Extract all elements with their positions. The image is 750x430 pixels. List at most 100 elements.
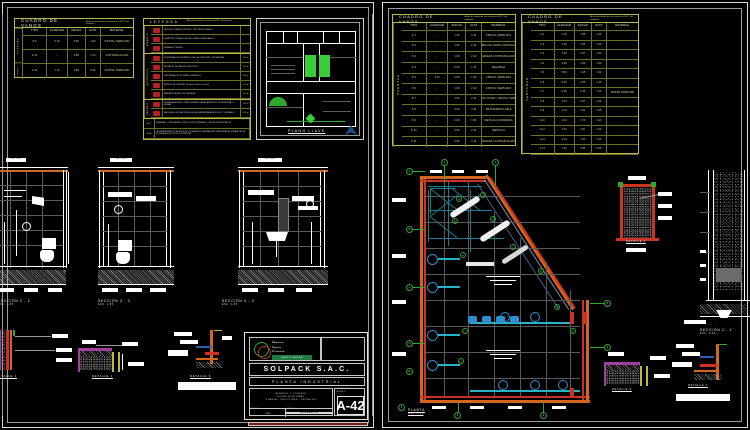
table-cell: -- <box>427 105 449 116</box>
grab-bar-icon <box>151 90 163 98</box>
table-cell: P-11 <box>23 50 48 63</box>
table-cell: 0.90 <box>555 78 575 88</box>
legend-footer-code: N.P.T. <box>144 119 155 128</box>
legend-footer-text: LAS DIMENSIONES Y UBICACION DE LOS APARA… <box>155 129 250 138</box>
legend-item-height: 0.95 m <box>242 112 249 114</box>
legend-item-text: LAVATORIO TREBOL MODELO MANCORA BLANCO <box>163 35 241 43</box>
fixture-plan-a <box>427 254 438 265</box>
title-block: AArquitectura IIngeniería CConstrucción … <box>244 332 368 420</box>
legend-item-text: ESPEJO DE CRISTAL DE 4mm (1.00m x 0.60m) <box>163 81 241 89</box>
legend-title-text: LEYENDA <box>150 20 179 24</box>
table-cell: 2.10 <box>555 97 575 107</box>
table-cell: 2.10 <box>86 50 102 63</box>
table-cell: 2.10 <box>555 135 575 145</box>
table-cell: V-13 <box>23 64 48 78</box>
table-cell: 2.45 <box>575 88 592 97</box>
table-cell: 2.10 <box>466 94 483 105</box>
table-cell: 0.80 <box>448 73 467 84</box>
table-cell: REJA ENRROLLABLE <box>485 108 512 112</box>
table-cuadro-de-vanos-left: CUADRO DE VANOS Altura de instalación co… <box>14 18 134 79</box>
table-cell: V-2 <box>531 40 555 50</box>
table-cell: 1.00 <box>448 52 467 62</box>
table-cell: 0.10 <box>47 36 69 49</box>
table-cell: V-4 <box>531 59 555 69</box>
table-cell: 1.20 <box>555 31 575 40</box>
table-cell: 4.20 <box>466 105 483 116</box>
legend-footer-text: TERMINADO: PORCELANATO / NIVEL DE PISO T… <box>155 119 250 128</box>
sheet-title-line-3: PLANTA - SECCIONES - DETALLES <box>265 398 317 401</box>
table-cell: ALTO <box>592 23 607 30</box>
section-4-4-scale: ESC. 1/25 <box>222 303 238 306</box>
sheet-title-lines: INGRESO Y CONTROL DETALLE DE BAÑO PLANTA… <box>250 393 332 402</box>
table-cell: P-8 <box>402 105 427 116</box>
table-cell: 2.10 <box>466 84 483 94</box>
section-3-3-label: SECCIÓN 3 - 3 <box>98 299 131 303</box>
table-cell: 1.40 <box>592 59 607 69</box>
skylight-4 <box>466 262 494 266</box>
table-cell: 1.60 <box>575 59 592 69</box>
table-cell: 0.80 <box>68 36 86 49</box>
table-cell: METALICA CORREDIZA <box>484 118 513 122</box>
fixture-plan-h <box>530 380 540 390</box>
table-cell: V-3 <box>531 50 555 59</box>
table-cell: ALFEIZAR <box>427 23 449 30</box>
table-cell: MATERIAL <box>615 24 630 28</box>
table-cell: TIPO <box>23 28 48 35</box>
table-cell: 3.50 <box>466 116 483 126</box>
table-cell: 1.20 <box>555 40 575 50</box>
sheet-code-letter: A <box>336 398 346 413</box>
table-cell: MELAMINA <box>491 65 506 69</box>
table-side-label: PUERTAS <box>15 28 22 62</box>
detail-5-label: DETALLE 5 <box>612 388 632 391</box>
sheet-title-line-2: DETALLE DE BAÑO <box>277 395 305 398</box>
detail-2-label: DETALLE 2 <box>92 374 113 378</box>
table-cell: 0.85 <box>575 145 592 154</box>
table-row: P-7--2.002.10FIBRA DE VIDRIO / CRISTAL T… <box>402 94 515 106</box>
table-cell: ALTO <box>86 28 102 35</box>
table-note-left: Altura de instalación con respecto al N.… <box>85 20 129 25</box>
fixture-plan-i <box>558 380 568 390</box>
detail-6-label: DETALLE 6 <box>688 384 708 387</box>
legend-group-label: ACCESORIOS <box>144 54 151 99</box>
table-cell: -- <box>427 137 449 148</box>
sheet-code-box: A-42 <box>336 396 365 415</box>
table-cell: 1.10 <box>555 145 575 154</box>
logo-brand-badge: GRUPO DALLAS <box>272 355 312 360</box>
table-cell: V-1 <box>531 31 555 40</box>
scale-value: 1/25 <box>265 412 270 415</box>
urinal-4 <box>510 316 519 323</box>
table-cell: 0.90 <box>448 62 467 73</box>
fixture-urinario-icon <box>151 44 163 52</box>
title-block-owner-cell: PROPIETARIO: SOLPACK S.A.C. <box>249 363 365 376</box>
table-cell: P-6 <box>402 84 427 94</box>
table-cell: V-5 <box>531 69 555 78</box>
table-cell: 0.90 <box>448 126 467 137</box>
section-4-4-label: SECCIÓN 4 - 4' <box>222 299 256 303</box>
fixture-plan-b <box>427 282 438 293</box>
owner-caption: PROPIETARIO: <box>251 364 265 365</box>
table-cell: 2.55 <box>575 78 592 88</box>
table-cell: 0.60 <box>592 145 607 154</box>
legend-footer-code: NOTA <box>144 129 155 138</box>
toilet-paper-icon <box>151 72 163 80</box>
table-cell: -- <box>427 62 449 73</box>
legend-item: INODORO TREBOL MODELO TOP PIECE BLANCO <box>151 26 250 35</box>
table-cell: 1.40 <box>592 78 607 88</box>
section-block <box>716 268 742 282</box>
table-cell: ANCHO <box>68 28 86 35</box>
table-cell: 1.20 <box>592 135 607 145</box>
table-cell: 2.10 <box>466 137 483 148</box>
